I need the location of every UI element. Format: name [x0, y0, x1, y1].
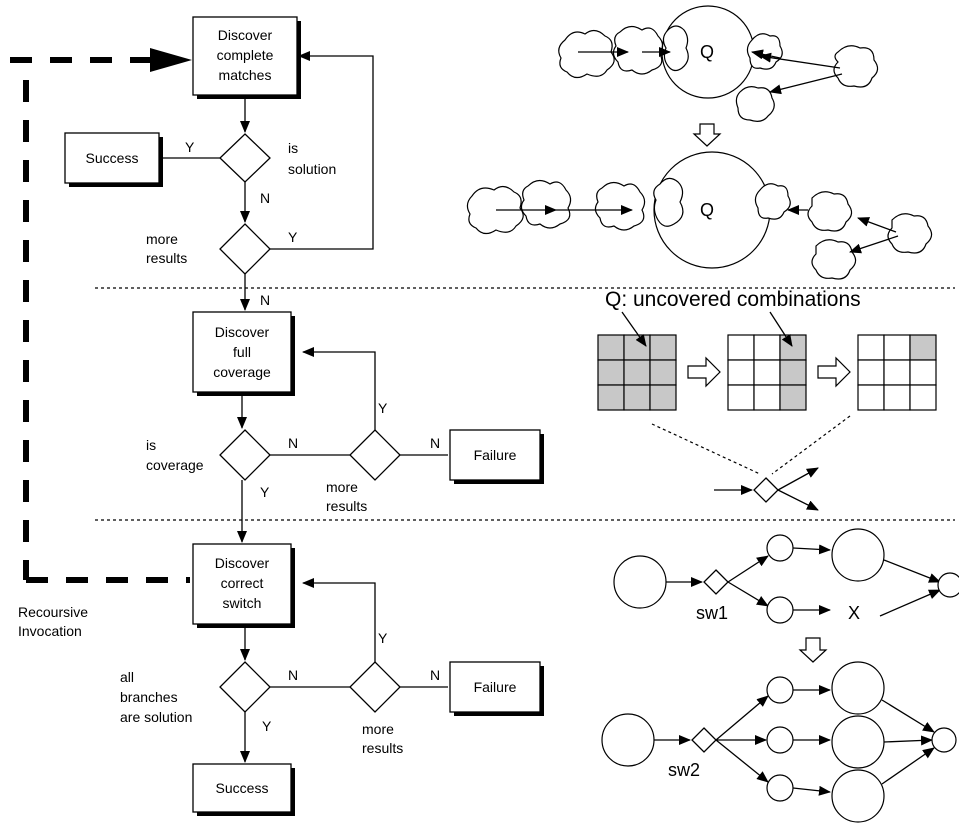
- no-label-failure-2: N: [430, 667, 440, 683]
- discover-switch-line-2: correct: [221, 575, 264, 591]
- transition-arrow-4: [798, 637, 828, 663]
- success-top-label: Success: [86, 150, 139, 166]
- all-branches-diamond: [219, 661, 271, 713]
- yes-label-loop-3: Y: [378, 630, 388, 646]
- no-label-failure-1: N: [430, 435, 440, 451]
- success-bottom-box: Success: [192, 763, 295, 816]
- yes-label-coverage: Y: [260, 484, 270, 500]
- discover-matches-line-2: complete: [217, 47, 274, 63]
- no-label-switch: N: [288, 667, 298, 683]
- recursive-label-1: Recoursive: [18, 604, 88, 620]
- all-branches-line-2: branches: [120, 689, 178, 705]
- discover-switch-line-1: Discover: [215, 555, 270, 571]
- q-label-bottom: Q: [700, 200, 714, 220]
- recursive-label-2: Invocation: [18, 623, 82, 639]
- discover-matches-line-3: matches: [219, 67, 272, 83]
- discover-coverage-line-1: Discover: [215, 324, 270, 340]
- failure-mid-box: Failure: [449, 429, 544, 484]
- is-solution-diamond: [219, 133, 271, 183]
- more-results-3-line-1: more: [362, 721, 394, 737]
- grid-partially-covered: [727, 334, 807, 411]
- yes-label-success: Y: [185, 139, 195, 155]
- discover-switch-box: Discover correct switch: [192, 543, 295, 628]
- recursive-path: [10, 48, 192, 583]
- is-coverage-line-2: coverage: [146, 457, 204, 473]
- failure-bottom-label: Failure: [474, 679, 517, 695]
- more-results-1-line-2: results: [146, 250, 187, 266]
- no-label-1: N: [260, 190, 270, 206]
- discover-switch-line-3: switch: [223, 595, 262, 611]
- transition-arrow-2: [687, 356, 721, 388]
- sw2-label: sw2: [668, 760, 700, 780]
- grid-nearly-covered: [857, 334, 937, 411]
- failure-mid-label: Failure: [474, 447, 517, 463]
- more-results-diamond-3: [349, 661, 401, 713]
- sw1-label: sw1: [696, 603, 728, 623]
- switch-graph-sw1: [613, 528, 959, 624]
- discover-coverage-line-2: full: [233, 344, 251, 360]
- yes-label-loop-2: Y: [378, 400, 388, 416]
- yes-label-switch: Y: [262, 718, 272, 734]
- transition-arrow-1: [692, 123, 722, 147]
- yes-label-loop-1: Y: [288, 229, 298, 245]
- no-label-2: N: [260, 292, 270, 308]
- more-results-diamond-1: [219, 223, 271, 275]
- more-results-1-line-1: more: [146, 231, 178, 247]
- switch-graph-sw2: [601, 661, 957, 823]
- is-solution-line-1: is: [288, 140, 298, 156]
- no-label-coverage: N: [288, 435, 298, 451]
- success-top-box: Success: [64, 132, 163, 187]
- discover-coverage-line-3: coverage: [213, 364, 271, 380]
- is-coverage-diamond: [219, 429, 271, 481]
- discover-matches-box: Discover complete matches: [192, 16, 301, 99]
- more-results-2-line-1: more: [326, 479, 358, 495]
- blob-illustration-top: Q: [558, 5, 879, 122]
- is-coverage-line-1: is: [146, 437, 156, 453]
- discover-matches-line-1: Discover: [218, 27, 273, 43]
- grid-fully-uncovered: [597, 334, 677, 411]
- x-mark: X: [848, 603, 860, 623]
- small-decision-node: [714, 467, 819, 511]
- discover-coverage-box: Discover full coverage: [192, 311, 295, 396]
- q-label-top: Q: [700, 42, 714, 62]
- transition-arrow-3: [817, 356, 851, 388]
- more-results-2-line-2: results: [326, 498, 367, 514]
- success-bottom-label: Success: [216, 780, 269, 796]
- more-results-diamond-2: [349, 429, 401, 481]
- uncovered-title: Q: uncovered combinations: [605, 288, 861, 311]
- is-solution-line-2: solution: [288, 161, 336, 177]
- all-branches-line-1: all: [120, 669, 134, 685]
- blob-illustration-bottom: Q: [466, 151, 933, 280]
- all-branches-line-3: are solution: [120, 709, 192, 725]
- more-results-3-line-2: results: [362, 740, 403, 756]
- failure-bottom-box: Failure: [449, 661, 544, 716]
